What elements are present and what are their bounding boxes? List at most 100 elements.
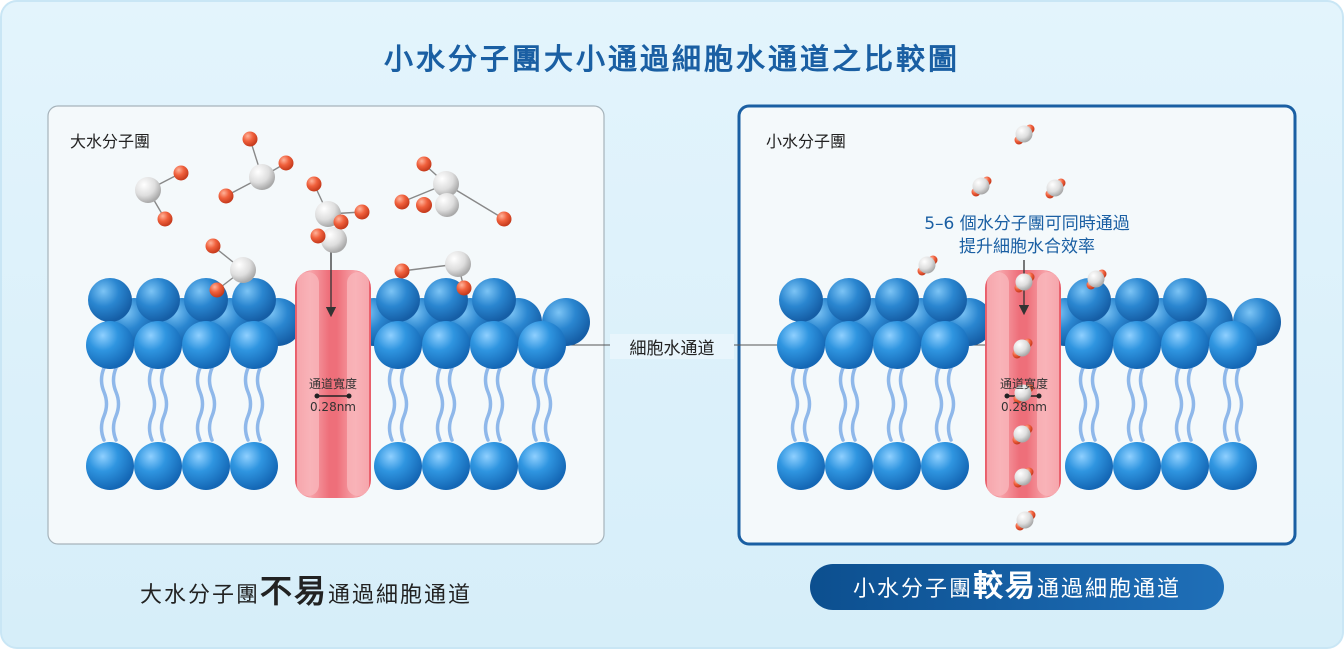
oxygen-atom bbox=[209, 282, 225, 298]
right-lipid-head-back bbox=[1115, 278, 1159, 322]
left-lipid-head-top bbox=[134, 321, 182, 369]
left-lipid-head-back bbox=[136, 278, 180, 322]
oxygen-atom bbox=[306, 176, 322, 192]
right-channel-wall bbox=[987, 272, 1009, 496]
hydrogen-atom bbox=[435, 193, 459, 217]
left-lipid-tail bbox=[435, 366, 445, 442]
large-water-cluster bbox=[394, 156, 512, 227]
oxygen-atom bbox=[310, 228, 326, 244]
right-lipid-head-top bbox=[1161, 321, 1209, 369]
right-lipid-tail bbox=[1186, 366, 1196, 442]
right-lipid-head-top bbox=[873, 321, 921, 369]
right-lipid-tail bbox=[1234, 366, 1244, 442]
right-channel-wall bbox=[1037, 272, 1059, 496]
left-lipid-head-bottom bbox=[518, 442, 566, 490]
right-lipid-head-back bbox=[779, 278, 823, 322]
hydrogen-atom bbox=[1014, 468, 1032, 486]
oxygen-atom bbox=[394, 194, 410, 210]
left-membrane bbox=[86, 270, 590, 498]
left-lipid-head-bottom bbox=[134, 442, 182, 490]
large-water-cluster bbox=[205, 238, 256, 298]
right-caption-post: 通過細胞通道 bbox=[1037, 577, 1182, 602]
page-title: 小水分子團大小通過細胞水通道之比較圖 bbox=[383, 42, 960, 76]
hydrogen-atom bbox=[445, 251, 471, 277]
right-lipid-head-top bbox=[777, 321, 825, 369]
oxygen-atom bbox=[416, 156, 432, 172]
left-lipid-tail bbox=[207, 366, 217, 442]
right-lipid-tail bbox=[886, 366, 896, 442]
right-lipid-tail bbox=[1138, 366, 1148, 442]
left-lipid-tail bbox=[495, 366, 505, 442]
right-lipid-tail bbox=[790, 366, 800, 442]
left-lipid-head-top bbox=[230, 321, 278, 369]
small-water-molecule bbox=[1014, 272, 1035, 293]
left-lipid-head-top bbox=[182, 321, 230, 369]
hydrogen-atom bbox=[918, 256, 936, 274]
right-lipid-head-back bbox=[1163, 278, 1207, 322]
oxygen-atom bbox=[394, 263, 410, 279]
large-water-cluster bbox=[394, 251, 472, 296]
small-water-molecule bbox=[1045, 178, 1066, 199]
right-lipid-head-top bbox=[825, 321, 873, 369]
left-caption-emphasis: 不易 bbox=[260, 572, 329, 610]
left-lipid-tail bbox=[387, 366, 397, 442]
hydrogen-atom bbox=[1013, 425, 1031, 443]
right-membrane bbox=[777, 270, 1281, 498]
right-lipid-head-bottom bbox=[1161, 442, 1209, 490]
left-lipid-head-bottom bbox=[374, 442, 422, 490]
left-channel-wall bbox=[297, 272, 319, 496]
right-lipid-head-back bbox=[827, 278, 871, 322]
right-width-dot bbox=[1036, 393, 1042, 399]
left-channel-width-value: 0.28nm bbox=[309, 400, 356, 414]
annotation-line-1: 5–6 個水分子團可同時通過 bbox=[924, 214, 1130, 234]
left-lipid-tail bbox=[531, 366, 541, 442]
hydrogen-atom bbox=[230, 257, 256, 283]
left-lipid-tail bbox=[99, 366, 109, 442]
left-lipid-tail bbox=[255, 366, 265, 442]
large-water-cluster bbox=[135, 165, 189, 227]
small-water-molecule bbox=[1013, 383, 1034, 404]
right-lipid-head-top bbox=[1209, 321, 1257, 369]
right-lipid-head-bottom bbox=[777, 442, 825, 490]
left-lipid-head-back bbox=[88, 278, 132, 322]
right-lipid-head-bottom bbox=[825, 442, 873, 490]
right-lipid-tail bbox=[898, 366, 908, 442]
hydrogen-atom bbox=[1015, 125, 1033, 143]
right-lipid-tail bbox=[850, 366, 860, 442]
oxygen-atom bbox=[242, 131, 258, 147]
oxygen-atom bbox=[157, 211, 173, 227]
right-lipid-tail bbox=[1090, 366, 1100, 442]
right-lipid-head-back bbox=[1067, 278, 1111, 322]
left-lipid-tail bbox=[111, 366, 121, 442]
left-lipid-head-back bbox=[376, 278, 420, 322]
left-panel-label: 大水分子團 bbox=[70, 132, 151, 151]
small-water-molecule bbox=[1012, 338, 1033, 359]
left-caption: 大水分子團不易通過細胞通道 bbox=[140, 566, 472, 612]
right-caption-pill: 小水分子團較易通過細胞通道 bbox=[810, 564, 1224, 610]
left-lipid-head-top bbox=[86, 321, 134, 369]
right-lipid-head-top bbox=[1113, 321, 1161, 369]
left-lipid-tail bbox=[195, 366, 205, 442]
left-lipid-head-back bbox=[232, 278, 276, 322]
right-lipid-tail bbox=[1126, 366, 1136, 442]
left-lipid-tail bbox=[243, 366, 253, 442]
oxygen-atom bbox=[496, 211, 512, 227]
right-lipid-head-bottom bbox=[1113, 442, 1161, 490]
hydrogen-atom bbox=[1015, 273, 1033, 291]
small-water-molecule bbox=[1015, 510, 1036, 531]
left-lipid-tail bbox=[399, 366, 409, 442]
oxygen-atom bbox=[456, 280, 472, 296]
left-lipid-head-bottom bbox=[86, 442, 134, 490]
small-water-molecule bbox=[1013, 467, 1034, 488]
right-lipid-head-bottom bbox=[873, 442, 921, 490]
right-lipid-tail bbox=[934, 366, 944, 442]
right-lipid-head-back bbox=[875, 278, 919, 322]
right-lipid-head-bottom bbox=[1065, 442, 1113, 490]
small-water-molecule bbox=[1014, 124, 1035, 145]
left-lipid-head-bottom bbox=[422, 442, 470, 490]
right-annotation: 5–6 個水分子團可同時通過 提升細胞水合效率 bbox=[892, 213, 1162, 259]
hydrogen-atom bbox=[135, 177, 161, 203]
left-lipid-tail bbox=[147, 366, 157, 442]
oxygen-atom bbox=[333, 214, 349, 230]
annotation-line-2: 提升細胞水合效率 bbox=[959, 237, 1095, 257]
